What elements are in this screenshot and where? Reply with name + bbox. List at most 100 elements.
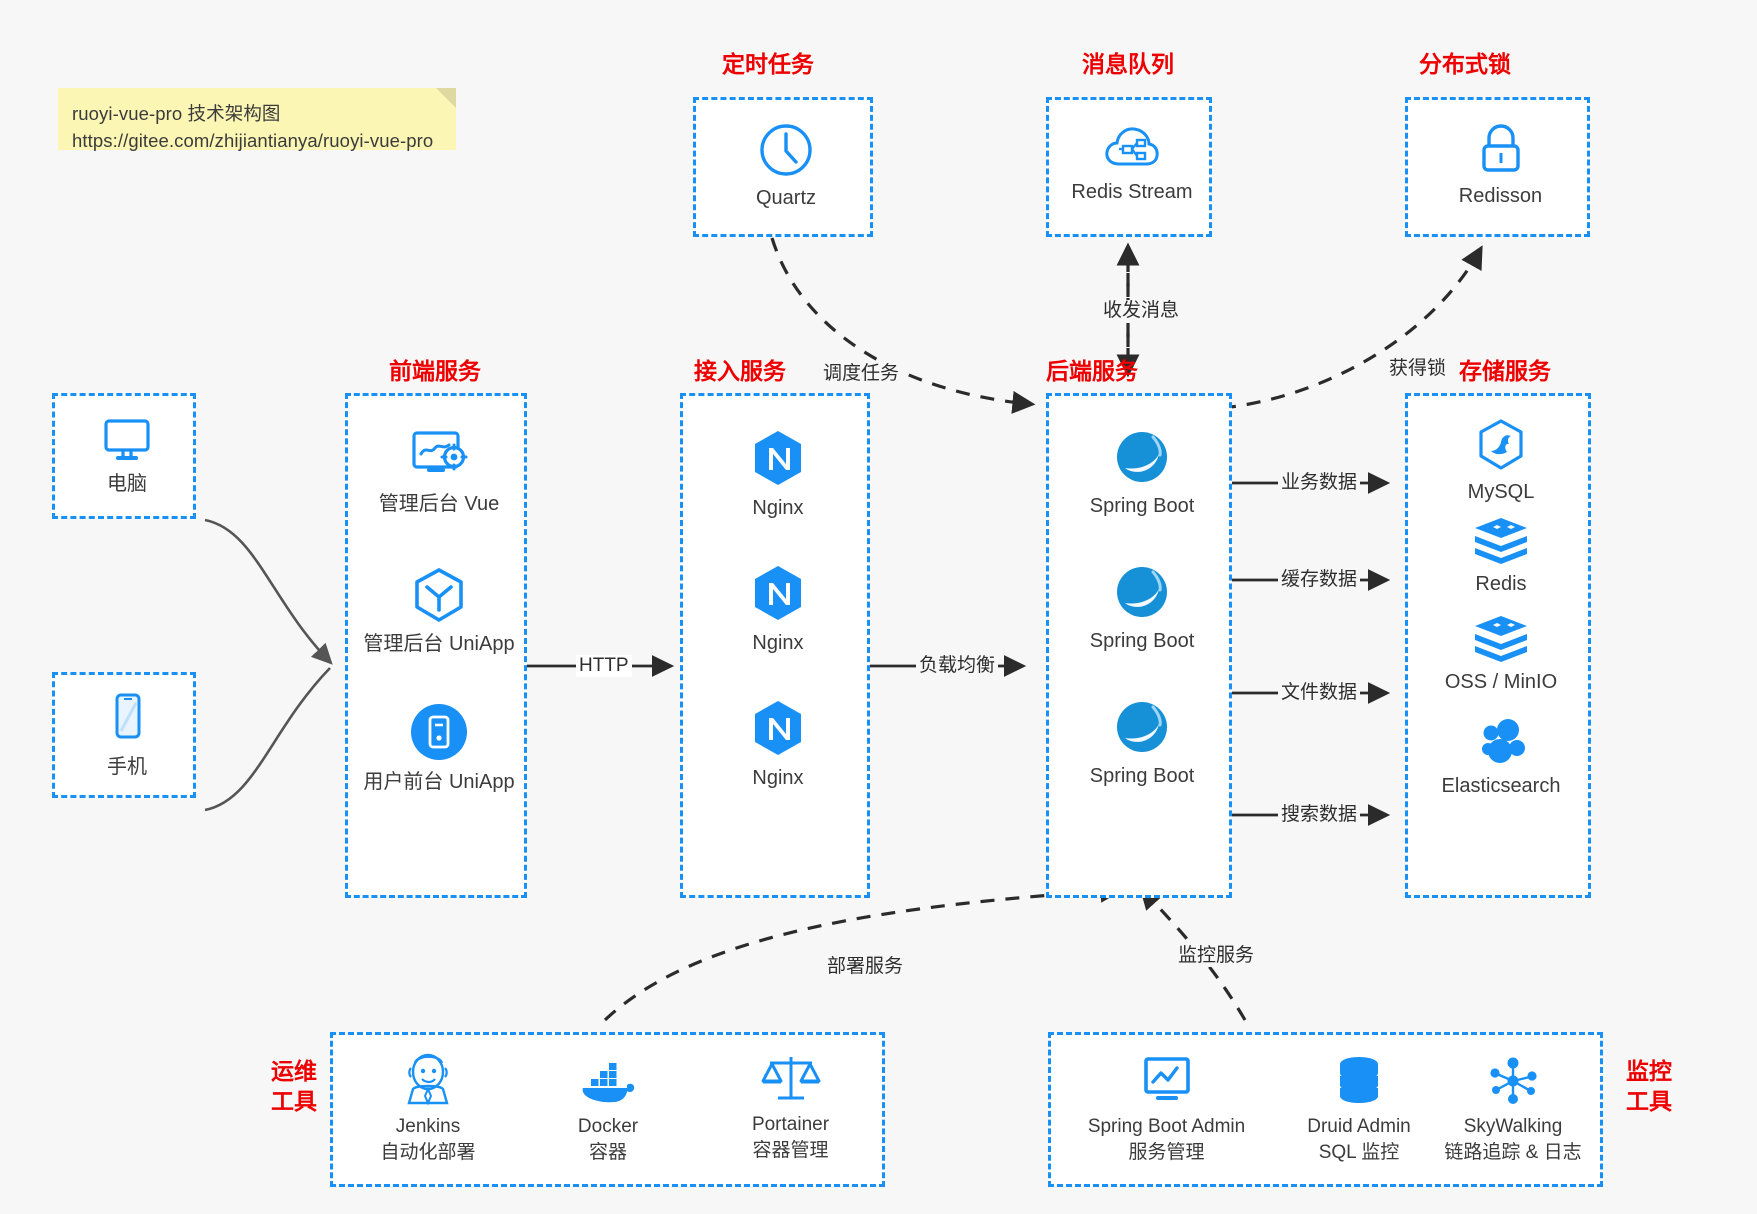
edge-label-monitor-service: 监控服务 (1175, 945, 1258, 967)
node-label: Redisson (1458, 185, 1543, 207)
edge-label-business-data: 业务数据 (1278, 472, 1361, 494)
node-label: OSS / MinIO (1444, 671, 1558, 693)
group-box-storage: MySQL Redis OSS (1405, 393, 1591, 898)
nginx-icon (750, 428, 806, 488)
edge-label-cache-data: 缓存数据 (1278, 569, 1361, 591)
group-box-scheduler: Quartz (693, 97, 873, 237)
cloud-queue-icon (1103, 122, 1161, 172)
edge-deploy-service (603, 879, 1124, 1022)
node-nginx-2[interactable]: Nginx (683, 563, 873, 656)
dashboard-gear-icon (407, 428, 471, 484)
node-quartz[interactable]: Quartz (696, 122, 876, 211)
node-label: MySQL (1467, 481, 1535, 503)
node-admin-vue[interactable]: 管理后台 Vue (348, 428, 530, 517)
node-label: 电脑 (107, 473, 147, 495)
cube-icon (411, 566, 467, 624)
node-oss-minio[interactable]: OSS / MinIO (1408, 614, 1594, 695)
group-title-distributed-lock: 分布式锁 (1419, 51, 1511, 77)
edge-mobile-to-frontend (204, 667, 331, 812)
edge-desktop-to-frontend (204, 518, 333, 665)
node-redisson[interactable]: Redisson (1408, 122, 1593, 209)
node-spring-boot-admin[interactable]: Spring Boot Admin 服务管理 (1059, 1055, 1274, 1165)
node-label: Nginx (752, 767, 804, 789)
nginx-icon (750, 698, 806, 758)
node-skywalking[interactable]: SkyWalking 链路追踪 & 日志 (1423, 1055, 1603, 1165)
node-label: 手机 (107, 756, 147, 778)
edge-label-search-data: 搜索数据 (1278, 804, 1361, 826)
node-label: Spring Boot Admin (1087, 1116, 1246, 1137)
edge-label-schedule-task: 调度任务 (820, 363, 903, 385)
edge-label-file-data: 文件数据 (1278, 682, 1361, 704)
node-docker[interactable]: Docker 容器 (523, 1059, 693, 1165)
node-jenkins[interactable]: Jenkins 自动化部署 (343, 1051, 513, 1165)
node-redis-stream[interactable]: Redis Stream (1049, 122, 1215, 205)
group-title-monitor: 监控 工具 (1613, 1056, 1685, 1116)
edge-label-http: HTTP (576, 655, 632, 677)
node-label: Docker (577, 1116, 639, 1137)
group-title-devops: 运维 工具 (258, 1056, 330, 1116)
app-card-icon (409, 702, 469, 762)
node-spring-boot-1[interactable]: Spring Boot (1049, 428, 1235, 519)
node-sublabel: 服务管理 (1128, 1142, 1205, 1163)
skywalking-icon (1485, 1055, 1541, 1107)
group-title-gateway: 接入服务 (694, 358, 786, 384)
node-label: Quartz (755, 187, 817, 209)
note-callout: ruoyi-vue-pro 技术架构图 https://gitee.com/zh… (58, 88, 456, 151)
node-label: 管理后台 Vue (378, 493, 500, 515)
node-admin-uniapp[interactable]: 管理后台 UniApp (348, 566, 530, 657)
node-label: Spring Boot (1089, 630, 1195, 652)
monitor-chart-icon (1137, 1055, 1197, 1107)
group-box-gateway: Nginx Nginx Nginx (680, 393, 870, 898)
node-label: Druid Admin (1307, 1116, 1411, 1137)
node-label: Spring Boot (1089, 495, 1195, 517)
node-portainer[interactable]: Portainer 容器管理 (703, 1051, 878, 1163)
jenkins-icon (399, 1051, 457, 1107)
spring-boot-icon (1113, 563, 1171, 621)
node-label: Elasticsearch (1441, 775, 1561, 797)
lock-icon (1475, 122, 1527, 176)
redis-icon (1473, 516, 1529, 564)
node-sublabel: 链路追踪 & 日志 (1444, 1142, 1582, 1163)
group-box-backend: Spring Boot Spring Boot Spring Boot (1046, 393, 1232, 898)
node-sublabel: 容器 (588, 1142, 627, 1163)
node-sublabel: 容器管理 (752, 1140, 829, 1161)
edge-label-load-balance: 负载均衡 (916, 655, 999, 677)
edge-label-acquire-lock: 获得锁 (1386, 358, 1450, 380)
scales-icon (760, 1051, 822, 1105)
database-icon (1332, 1055, 1386, 1107)
group-box-devops: Jenkins 自动化部署 Docker 容器 (330, 1032, 885, 1187)
group-title-scheduler: 定时任务 (722, 51, 814, 77)
node-mobile[interactable]: 手机 (55, 691, 199, 780)
node-redis[interactable]: Redis (1408, 516, 1594, 597)
node-nginx-1[interactable]: Nginx (683, 428, 873, 521)
group-box-message-queue: Redis Stream (1046, 97, 1212, 237)
group-title-message-queue: 消息队列 (1082, 51, 1174, 77)
node-sublabel: 自动化部署 (380, 1142, 476, 1163)
node-mysql[interactable]: MySQL (1408, 418, 1594, 505)
nginx-icon (750, 563, 806, 623)
group-title-monitor-line2: 工具 (1626, 1088, 1672, 1114)
elasticsearch-icon (1474, 716, 1528, 766)
node-nginx-3[interactable]: Nginx (683, 698, 873, 791)
group-box-client-desktop: 电脑 (52, 393, 196, 519)
group-title-storage: 存储服务 (1459, 358, 1551, 384)
node-desktop[interactable]: 电脑 (55, 414, 199, 497)
node-spring-boot-3[interactable]: Spring Boot (1049, 698, 1235, 789)
node-elasticsearch[interactable]: Elasticsearch (1408, 716, 1594, 799)
group-title-devops-line2: 工具 (271, 1088, 317, 1114)
group-title-monitor-line1: 监控 (1626, 1058, 1672, 1084)
node-user-uniapp[interactable]: 用户前台 UniApp (348, 702, 530, 795)
node-label: Jenkins (395, 1116, 461, 1137)
spring-boot-icon (1113, 428, 1171, 486)
node-label: 管理后台 UniApp (363, 633, 515, 655)
mysql-icon (1474, 418, 1528, 472)
node-label: Nginx (752, 632, 804, 654)
group-box-monitor: Spring Boot Admin 服务管理 Druid Admin SQL 监… (1048, 1032, 1603, 1187)
node-label: Nginx (752, 497, 804, 519)
node-spring-boot-2[interactable]: Spring Boot (1049, 563, 1235, 654)
node-label: Redis Stream (1071, 181, 1193, 203)
docker-icon (577, 1059, 639, 1107)
note-url: https://gitee.com/zhijiantianya/ruoyi-vu… (72, 130, 434, 151)
node-druid-admin[interactable]: Druid Admin SQL 监控 (1279, 1055, 1439, 1165)
